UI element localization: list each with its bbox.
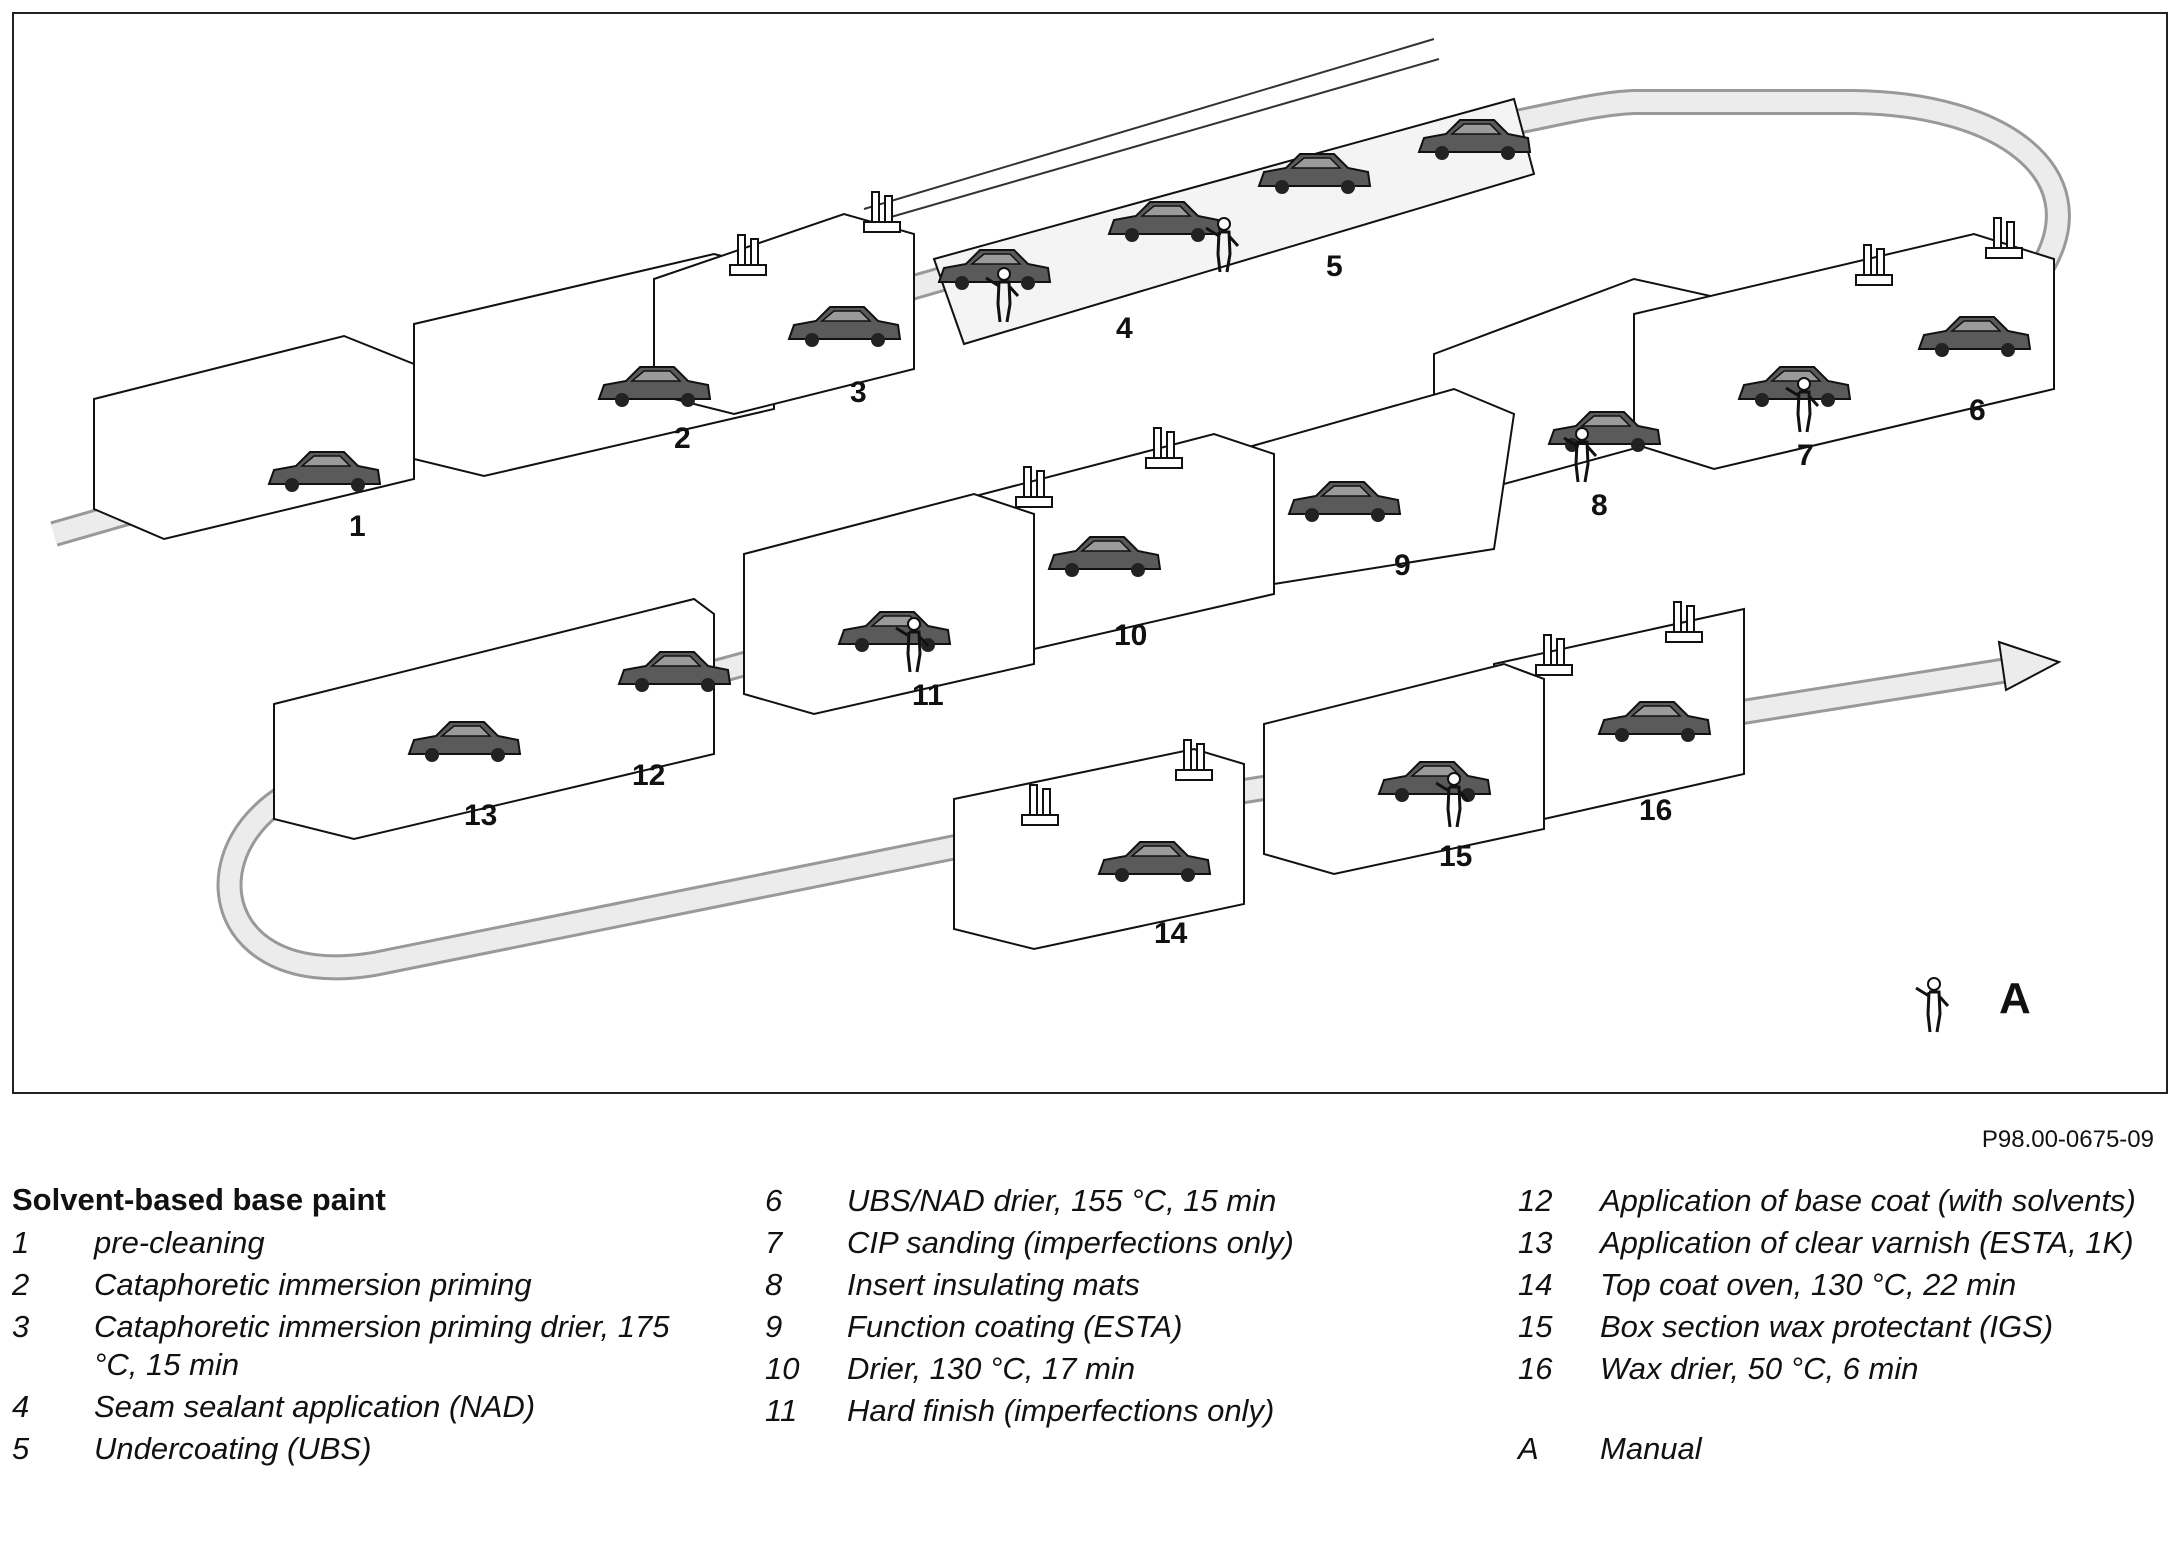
legend-key: 12 (1518, 1183, 1553, 1218)
legend-item: 13 Application of clear varnish (ESTA, 1K… (1518, 1224, 2138, 1262)
legend-key: 16 (1518, 1351, 1553, 1386)
station-label-14: 14 (1154, 917, 1188, 950)
station-label-1: 1 (349, 510, 366, 543)
legend-key: 5 (12, 1431, 30, 1466)
legend-item: 10 Drier, 130 °C, 17 min (765, 1350, 1485, 1388)
station-label-16: 16 (1639, 794, 1673, 827)
legend-item: 1 pre-cleaning (12, 1224, 672, 1262)
legend-key: 1 (12, 1225, 30, 1260)
station-label-5: 5 (1326, 250, 1343, 283)
manual-worker-icon (1914, 976, 1950, 1034)
station-label-11: 11 (912, 679, 944, 712)
legend-text: Wax drier, 50 °C, 6 min (1600, 1351, 1919, 1386)
station-label-13: 13 (464, 799, 498, 832)
legend-text: UBS/NAD drier, 155 °C, 15 min (847, 1183, 1277, 1218)
legend-item: 3 Cataphoretic immersion priming drier, 1… (12, 1308, 672, 1384)
legend-item: 11 Hard finish (imperfections only) (765, 1392, 1485, 1430)
reference-code: P98.00-0675-09 (1981, 1126, 2154, 1153)
legend-item: 12 Application of base coat (with solvent… (1518, 1182, 2138, 1220)
legend-item: 6 UBS/NAD drier, 155 °C, 15 min (765, 1182, 1485, 1220)
legend-key: 7 (765, 1225, 783, 1260)
legend-text: Cataphoretic immersion priming (94, 1267, 532, 1302)
station-label-7: 7 (1797, 439, 1814, 472)
legend-item: 16 Wax drier, 50 °C, 6 min (1518, 1350, 2138, 1388)
legend-text: Box section wax protectant (IGS) (1600, 1309, 2054, 1344)
legend-key: 11 (765, 1393, 798, 1428)
station-label-6: 6 (1969, 394, 1986, 427)
legend-item: 15 Box section wax protectant (IGS) (1518, 1308, 2138, 1346)
legend-item: 9 Function coating (ESTA) (765, 1308, 1485, 1346)
legend-key: 2 (12, 1267, 30, 1302)
legend-item: A Manual (1518, 1430, 2138, 1468)
legend-key: A (1518, 1431, 1539, 1466)
legend-text: pre-cleaning (94, 1225, 265, 1260)
legend-item: 2 Cataphoretic immersion priming (12, 1266, 672, 1304)
station-label-9: 9 (1394, 549, 1411, 582)
legend-key: 15 (1518, 1309, 1553, 1344)
station-label-2: 2 (674, 422, 691, 455)
manual-marker-label: A (1999, 974, 2031, 1023)
legend-text: Drier, 130 °C, 17 min (847, 1351, 1136, 1386)
legend-key: 4 (12, 1389, 30, 1424)
station-label-3: 3 (850, 376, 867, 409)
diagram-frame: 1 2 3 4 5 6 7 8 9 10 11 12 13 14 15 16 A (12, 12, 2168, 1094)
legend-text: CIP sanding (imperfections only) (847, 1225, 1294, 1260)
legend-title: Solvent-based base paint (12, 1182, 386, 1217)
legend-key: 8 (765, 1267, 783, 1302)
legend-item: 7 CIP sanding (imperfections only) (765, 1224, 1485, 1262)
legend-key: 3 (12, 1309, 30, 1344)
legend-text: Manual (1600, 1431, 1702, 1466)
legend-text: Undercoating (UBS) (94, 1431, 372, 1466)
legend-text: Hard finish (imperfections only) (847, 1393, 1275, 1428)
legend-text: Function coating (ESTA) (847, 1309, 1183, 1344)
legend-text: Application of base coat (with solvents) (1600, 1183, 2136, 1218)
legend-key: 10 (765, 1351, 800, 1386)
legend-item: 5 Undercoating (UBS) (12, 1430, 672, 1468)
station-label-15: 15 (1439, 840, 1473, 873)
legend-item: 14 Top coat oven, 130 °C, 22 min (1518, 1266, 2138, 1304)
legend-text: Insert insulating mats (847, 1267, 1140, 1302)
legend-column-3: 12 Application of base coat (with solvent… (1518, 1182, 2138, 1472)
station-label-8: 8 (1591, 489, 1608, 522)
legend-item: 8 Insert insulating mats (765, 1266, 1485, 1304)
legend-key: 13 (1518, 1225, 1553, 1260)
legend-key: 9 (765, 1309, 783, 1344)
station-label-4: 4 (1116, 312, 1133, 345)
station-label-10: 10 (1114, 619, 1148, 652)
legend-item: 4 Seam sealant application (NAD) (12, 1388, 672, 1426)
paint-shop-illustration (50, 38, 2071, 1034)
station-label-12: 12 (632, 759, 666, 792)
legend-text: Seam sealant application (NAD) (94, 1389, 536, 1424)
legend-text: Top coat oven, 130 °C, 22 min (1600, 1267, 2017, 1302)
legend-text: Cataphoretic immersion priming drier, 17… (94, 1309, 670, 1382)
legend-text: Application of clear varnish (ESTA, 1K) (1600, 1225, 2134, 1260)
legend-key: 6 (765, 1183, 783, 1218)
legend-column-2: 6 UBS/NAD drier, 155 °C, 15 min 7 CIP sand… (765, 1182, 1485, 1434)
legend-key: 14 (1518, 1267, 1553, 1302)
